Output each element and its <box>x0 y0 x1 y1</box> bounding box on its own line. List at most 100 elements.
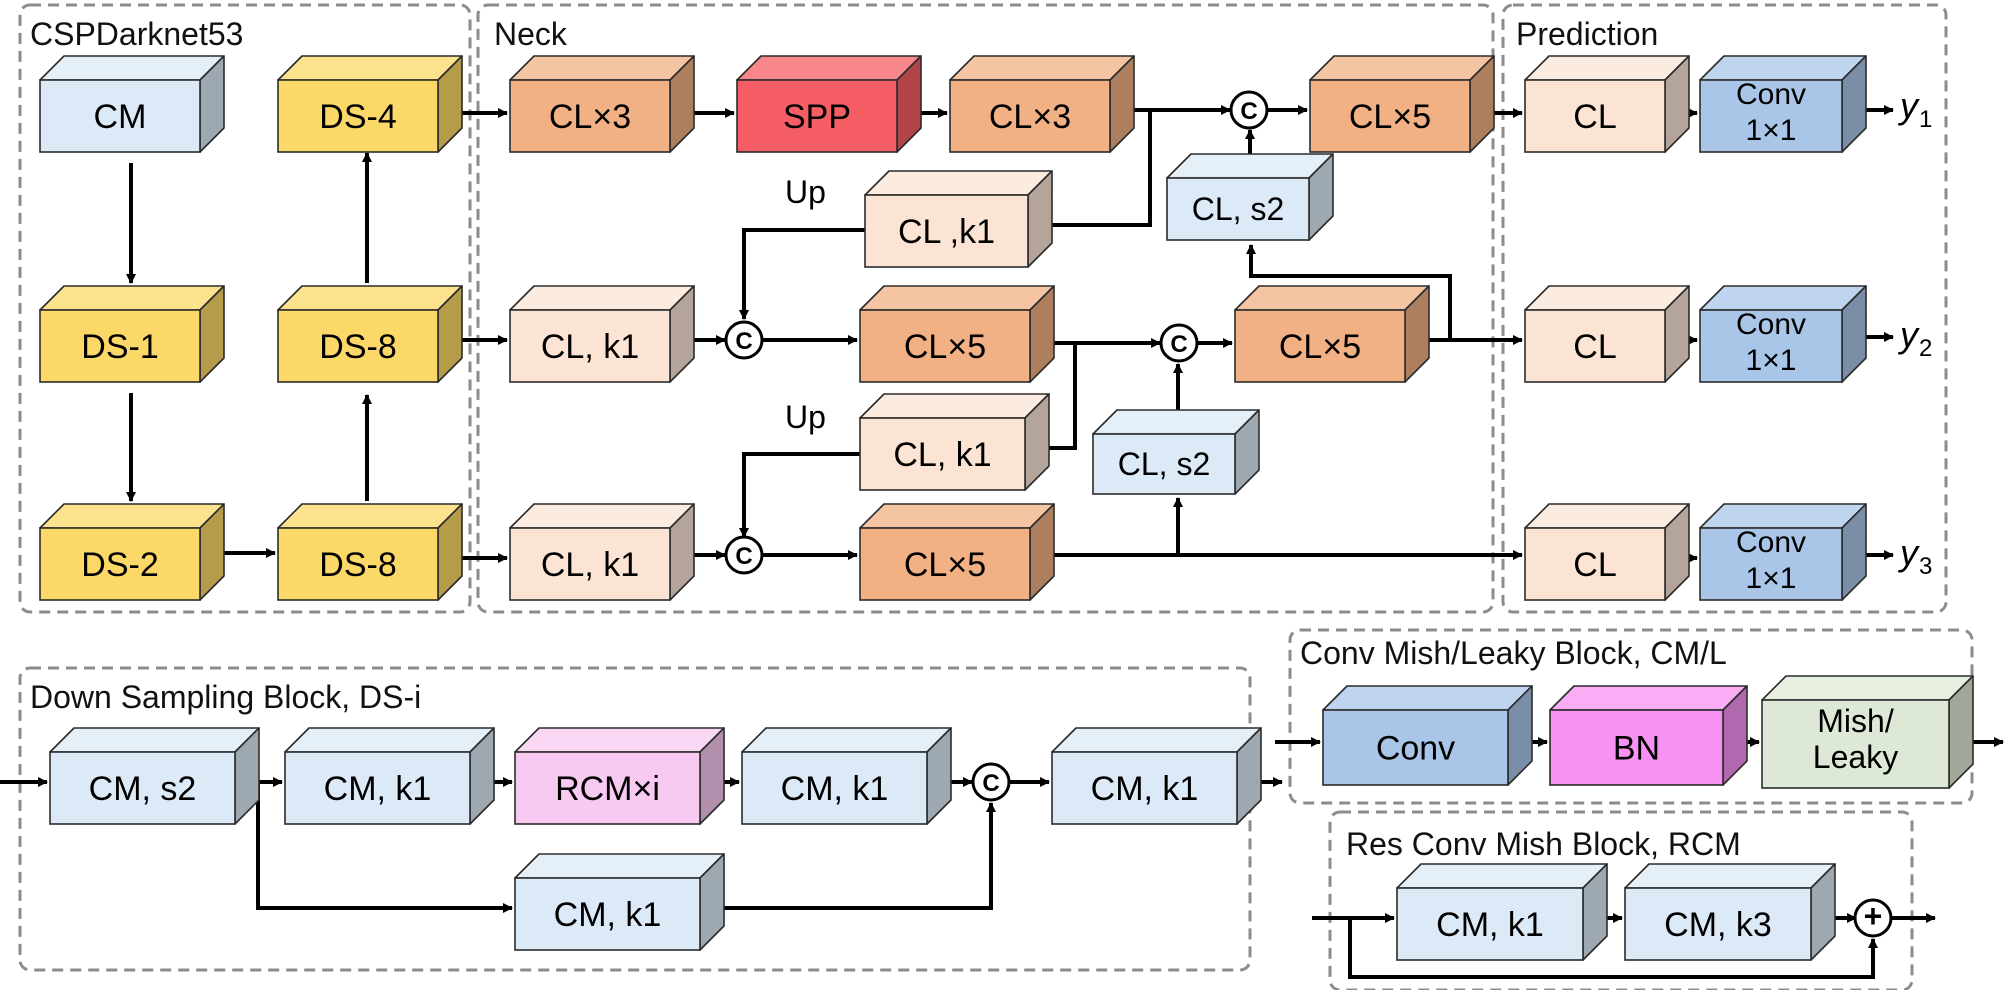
neck-cl-k1-up-block-1: CL ,k1 <box>864 170 1053 268</box>
wire-ds-skip-concat <box>724 802 996 910</box>
output-y1-base: y <box>1897 85 1920 126</box>
neck-spp-block-label: SPP <box>783 98 851 136</box>
output-y2-subscript: 2 <box>1919 335 1932 362</box>
backbone-frame-title: CSPDarknet53 <box>30 16 243 52</box>
neck-cl5-block-bottom-label: CL×5 <box>904 546 986 584</box>
rcm-cm-k3-block: CM, k3 <box>1624 863 1836 961</box>
concat-node-ds-symbol: C <box>982 770 999 797</box>
rcm-cm-k1-block-label: CM, k1 <box>1436 906 1544 944</box>
ds4-block-label: DS-4 <box>319 98 396 136</box>
pred-conv-block-1-label-1: Conv <box>1736 78 1806 111</box>
neck-cl5-block-bottom: CL×5 <box>859 503 1055 601</box>
neck-cl-k1-up-block-2-label: CL, k1 <box>893 436 991 474</box>
add-node-rcm-symbol: + <box>1864 898 1883 934</box>
output-y3-subscript: 3 <box>1919 553 1932 580</box>
wire-clk1-up-concat <box>739 228 865 320</box>
ds-cm-s2-block-label: CM, s2 <box>89 770 197 808</box>
pred-conv-block-3-label-2: 1×1 <box>1746 562 1797 595</box>
neck-cl3-block-1-label: CL×3 <box>549 98 631 136</box>
ds-rcm-block-label: RCM×i <box>555 770 660 808</box>
neck-frame: Neck <box>476 3 1495 614</box>
pred-cl-block-1-label: CL <box>1573 98 1616 136</box>
neck-cl5-block-top-label: CL×5 <box>1349 98 1431 136</box>
ds-cm-k1-block-3-label: CM, k1 <box>1091 770 1199 808</box>
cml-mish-block: Mish/Leaky <box>1761 675 1974 789</box>
ds-cm-k1-block-1: CM, k1 <box>284 727 495 825</box>
cml-mish-block-label-1: Mish/ <box>1817 703 1894 739</box>
wire-cl3-down-clk1 <box>1031 110 1152 230</box>
neck-cl-k1-block-1: CL, k1 <box>509 285 695 383</box>
ds-cm-k1-block-3: CM, k1 <box>1051 727 1262 825</box>
neck-cl-k1-up-block-1-label: CL ,k1 <box>898 213 995 251</box>
neck-cl-k1-up-block-2: CL, k1 <box>859 393 1050 491</box>
neck-cl5-block-top: CL×5 <box>1309 55 1495 153</box>
neck-cl-s2-block-1-label: CL, s2 <box>1192 191 1284 227</box>
ds-block-frame: Down Sampling Block, DS-i <box>18 666 1252 972</box>
concat-node-bottom: C <box>724 535 764 575</box>
neck-cl-s2-block-2-label: CL, s2 <box>1118 446 1210 482</box>
pred-cl-block-2: CL <box>1524 285 1690 383</box>
concat-node-mid-1: C <box>724 320 764 360</box>
cml-bn-block-label: BN <box>1613 729 1660 767</box>
ds1-block-label: DS-1 <box>81 328 158 366</box>
neck-frame-title: Neck <box>494 16 568 52</box>
cml-conv-block-label: Conv <box>1376 729 1455 767</box>
up-label-1: Up <box>785 174 826 210</box>
wire-clk1-up-concat-2 <box>739 452 860 538</box>
neck-spp-block: SPP <box>736 55 922 153</box>
neck-cl-k1-block-2-label: CL, k1 <box>541 546 639 584</box>
rcm-block-frame: Res Conv Mish Block, RCM <box>1328 810 1914 990</box>
concat-node-mid-2: C <box>1159 323 1199 363</box>
pred-conv-block-3-label-1: Conv <box>1736 526 1806 559</box>
up-label-2: Up <box>785 399 826 435</box>
pred-conv-block-2-label-1: Conv <box>1736 308 1806 341</box>
pred-cl-block-2-label: CL <box>1573 328 1616 366</box>
neck-cl5-block-mid-2-label: CL×5 <box>1279 328 1361 366</box>
ds8-block-bottom: DS-8 <box>277 503 463 601</box>
ds-cm-k1-block-1-label: CM, k1 <box>324 770 432 808</box>
ds-cm-k1-block-2: CM, k1 <box>741 727 952 825</box>
ds2-block: DS-2 <box>39 503 225 601</box>
cml-bn-block: BN <box>1549 685 1748 786</box>
neck-cl3-block-1: CL×3 <box>509 55 695 153</box>
cml-conv-block: Conv <box>1322 685 1533 786</box>
pred-cl-block-1: CL <box>1524 55 1690 153</box>
ds8-block-bottom-label: DS-8 <box>319 546 396 584</box>
wire-cl5mid2-up-cls2 <box>1246 244 1452 340</box>
neck-cl-k1-block-1-label: CL, k1 <box>541 328 639 366</box>
neck-cl-s2-block-1: CL, s2 <box>1166 153 1334 241</box>
neck-cl-s2-block-2: CL, s2 <box>1092 409 1260 495</box>
pred-cl-block-3-label: CL <box>1573 546 1616 584</box>
concat-node-top: C <box>1229 90 1269 130</box>
ds-cm-k1-skip-block: CM, k1 <box>514 853 725 951</box>
neck-cl5-block-mid-2: CL×5 <box>1234 285 1430 383</box>
concat-node-top-symbol: C <box>1240 98 1257 125</box>
output-y1-subscript: 1 <box>1919 106 1932 133</box>
output-y2-base: y <box>1897 314 1920 355</box>
ds-cm-k1-skip-block-label: CM, k1 <box>554 896 662 934</box>
concat-node-bottom-symbol: C <box>735 543 752 570</box>
wire-rcm-skip <box>1348 918 1878 979</box>
ds1-block: DS-1 <box>39 285 225 383</box>
prediction-frame: Prediction <box>1501 3 1948 614</box>
cm-block-label: CM <box>94 98 147 136</box>
neck-cl-k1-block-2: CL, k1 <box>509 503 695 601</box>
wire-ds-skip <box>256 782 513 913</box>
neck-cl5-block-mid-1: CL×5 <box>859 285 1055 383</box>
pred-conv-block-1-label-2: 1×1 <box>1746 114 1797 147</box>
backbone-frame: CSPDarknet53 <box>18 3 472 614</box>
ds-rcm-block: RCM×i <box>514 727 725 825</box>
cml-block-frame: Conv Mish/Leaky Block, CM/L <box>1288 628 1974 805</box>
rcm-cm-k3-block-label: CM, k3 <box>1664 906 1772 944</box>
ds-block-frame-title: Down Sampling Block, DS-i <box>30 679 421 715</box>
prediction-frame-title: Prediction <box>1516 16 1658 52</box>
cml-block-frame-title: Conv Mish/Leaky Block, CM/L <box>1300 635 1727 671</box>
ds-cm-s2-block: CM, s2 <box>49 727 260 825</box>
neck-cl5-block-mid-1-label: CL×5 <box>904 328 986 366</box>
